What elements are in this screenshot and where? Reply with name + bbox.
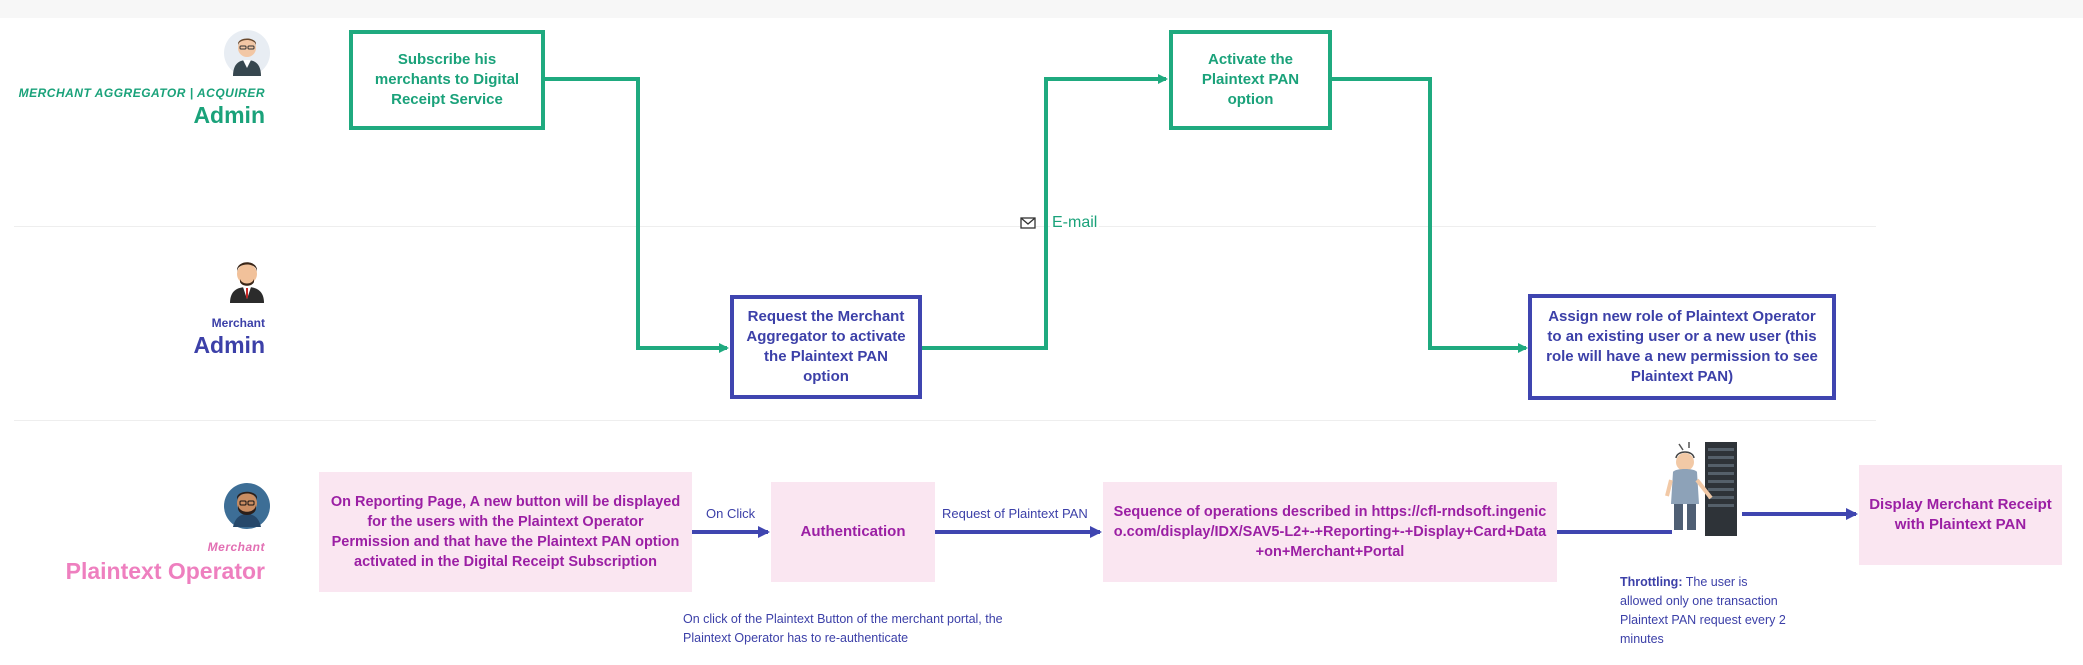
top-bar xyxy=(0,0,2083,18)
lane-separator xyxy=(14,226,1876,227)
box-authentication: Authentication xyxy=(771,482,935,582)
throttling-text: The user is allowed only one transaction… xyxy=(1620,575,1786,646)
admin-avatar-icon xyxy=(224,30,270,81)
arrow-request-to-activate xyxy=(921,74,1168,350)
throttling-note: Throttling: The user is allowed only one… xyxy=(1620,573,1788,649)
box-subscribe: Subscribe his merchants to Digital Recei… xyxy=(349,30,545,130)
lane-separator xyxy=(14,420,1876,421)
box-reporting-page: On Reporting Page, A new button will be … xyxy=(319,472,692,592)
lane-operator-label: Merchant Plaintext Operator xyxy=(0,540,265,585)
email-label: E-mail xyxy=(1050,214,1100,232)
lane-operator-title: Plaintext Operator xyxy=(65,558,265,584)
on-click-label: On Click xyxy=(706,506,756,521)
lane-merchant-title: Admin xyxy=(193,332,265,358)
server-person-icon xyxy=(1665,440,1745,545)
lane-merchant-label: Merchant Admin xyxy=(0,316,265,359)
arrow-activate-to-assign xyxy=(1331,77,1528,353)
operator-avatar-icon xyxy=(224,483,270,534)
lane-acquirer-subtitle: MERCHANT AGGREGATOR | ACQUIRER xyxy=(18,86,265,100)
lane-merchant-subtitle: Merchant xyxy=(211,316,265,330)
lane-operator-subtitle: Merchant xyxy=(207,540,265,554)
box-sequence-operations: Sequence of operations described in http… xyxy=(1103,482,1557,582)
throttling-label: Throttling: xyxy=(1620,575,1683,589)
reauth-note: On click of the Plaintext Button of the … xyxy=(683,612,1003,645)
merchant-avatar-icon xyxy=(226,257,268,308)
request-plaintext-label: Request of Plaintext PAN xyxy=(942,506,1088,521)
lane-acquirer-label: MERCHANT AGGREGATOR | ACQUIRER Admin xyxy=(0,86,265,129)
lane-acquirer-title: Admin xyxy=(193,102,265,128)
box-activate-plaintext: Activate the Plaintext PAN option xyxy=(1169,30,1332,130)
box-request-activation: Request the Merchant Aggregator to activ… xyxy=(730,295,922,399)
arrow-subscribe-to-request xyxy=(544,77,729,353)
envelope-icon xyxy=(1020,216,1036,230)
box-display-receipt: Display Merchant Receipt with Plaintext … xyxy=(1859,465,2062,565)
box-assign-role: Assign new role of Plaintext Operator to… xyxy=(1528,294,1836,400)
